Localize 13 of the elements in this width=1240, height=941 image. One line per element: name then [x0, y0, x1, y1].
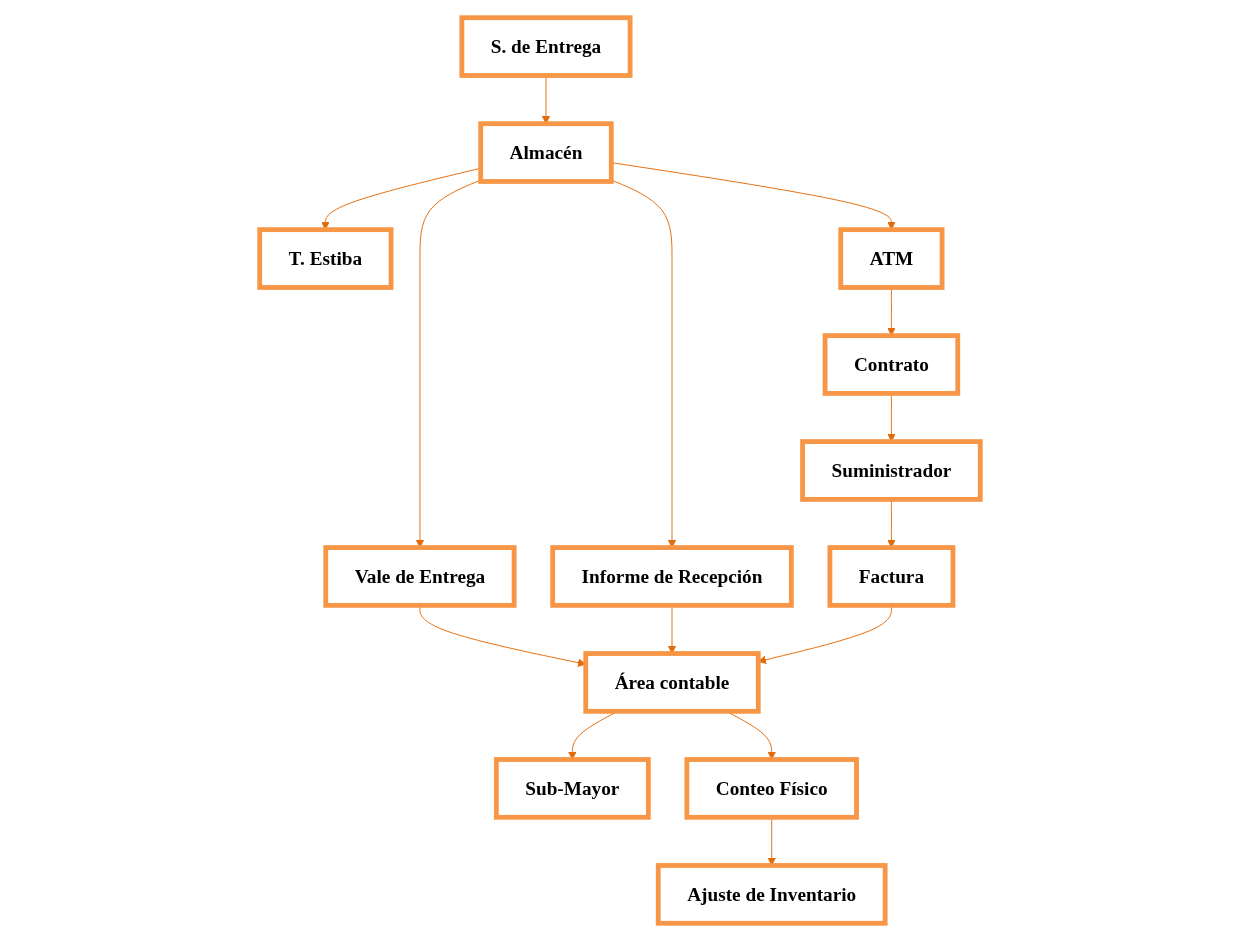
node-box: Conteo Físico [684, 757, 859, 820]
node-box: T. Estiba [257, 227, 394, 290]
node-box: Área contable [583, 651, 761, 714]
node-box: S. de Entrega [459, 15, 633, 78]
node-box: Ajuste de Inventario [655, 863, 888, 926]
node-box: Sub-Mayor [493, 757, 651, 820]
node-box: Vale de Entrega [323, 545, 517, 608]
node-box: Informe de Recepción [550, 545, 794, 608]
node-box: Contrato [822, 333, 961, 396]
node-box: Almacén [478, 121, 614, 184]
node-box: Suministrador [800, 439, 983, 502]
node-box: ATM [838, 227, 945, 290]
node-box: Factura [827, 545, 956, 608]
